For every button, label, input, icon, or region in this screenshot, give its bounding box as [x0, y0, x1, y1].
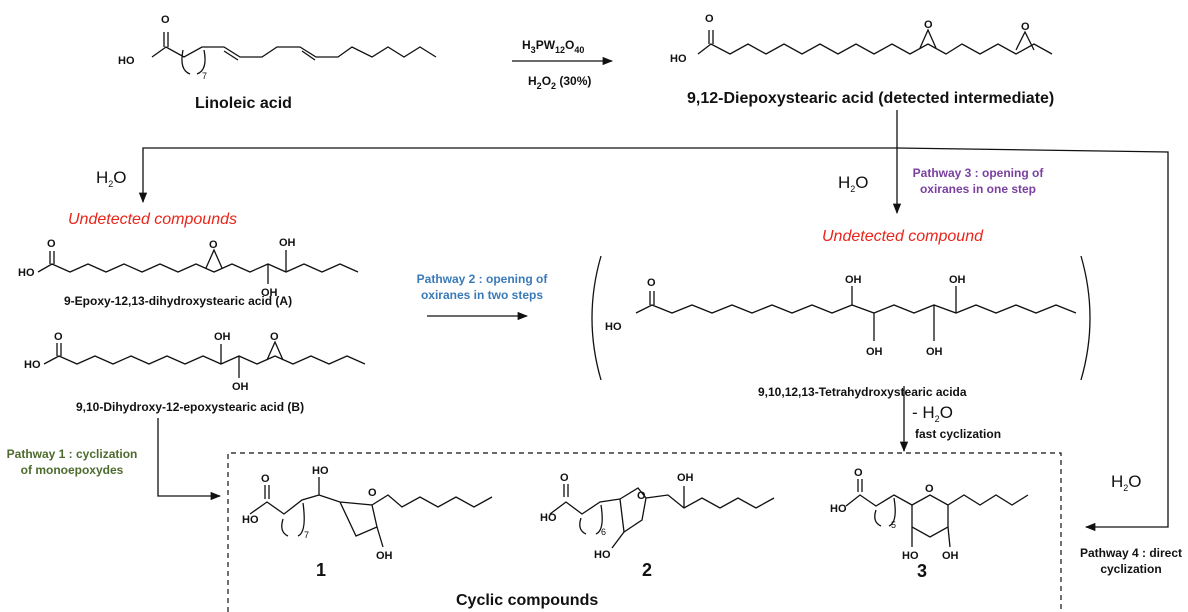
compound-b-o-atom: O: [54, 331, 63, 343]
cyclic-compound-1-number: 1: [316, 560, 326, 580]
compound-a-oh-bottom: OH: [261, 287, 278, 299]
catalyst-reagent: H3PW12O40: [522, 38, 584, 55]
cyclic-compounds-label: Cyclic compounds: [456, 592, 598, 609]
compound-a-oh-top: OH: [279, 237, 296, 249]
compound-a-o-atom: O: [47, 238, 56, 250]
c3-chain-index: 5: [891, 520, 896, 530]
compound-b-structure: O HO OH OH O: [24, 331, 366, 393]
compound-a-epoxide-o: O: [209, 239, 218, 251]
tetrahydroxystearic-acid-structure: O HO OH OH OH OH: [591, 255, 1091, 381]
linoleic-ho-atom: HO: [118, 55, 135, 67]
tetra-oh-3: OH: [926, 346, 943, 358]
oxidant-reagent: H2O2 (30%): [528, 74, 591, 91]
c2-chain-index: 6: [601, 527, 606, 537]
c2-ho-bottom: HO: [594, 549, 611, 561]
linoleic-chain-index: 7: [202, 71, 207, 81]
compound-b-ho-atom: HO: [24, 359, 41, 371]
pathway-3-label-line-2: oxiranes in one step: [920, 182, 1036, 196]
diepoxy-ho-atom: HO: [670, 53, 687, 65]
cyclic-compound-1-structure: O HO 7 HO O OH: [242, 465, 493, 562]
c2-o-atom: O: [560, 472, 569, 484]
compound-b-oh-top: OH: [214, 331, 231, 343]
c1-oh-bottom: OH: [376, 550, 393, 562]
fast-cyclization-label: fast cyclization: [915, 427, 1001, 441]
c1-ho-top: HO: [312, 465, 329, 477]
linoleic-acid-structure: O HO 7: [118, 14, 437, 81]
tetra-oh-4: OH: [949, 274, 966, 286]
compound-a-ho-atom: HO: [18, 267, 35, 279]
pathway-2-label-line-2: oxiranes in two steps: [421, 288, 543, 302]
undetected-compound-label: Undetected compound: [822, 228, 984, 245]
diepoxystearic-acid-label: 9,12-Diepoxystearic acid (detected inter…: [687, 90, 1054, 107]
c2-ring-o: O: [637, 490, 646, 502]
c3-ring-o: O: [925, 483, 934, 495]
pathway-1-label-line-1: Pathway 1 : cyclization: [7, 447, 138, 461]
diepoxy-epoxide-o-2: O: [1021, 21, 1030, 33]
c3-ho-bottom: HO: [902, 550, 919, 562]
c2-ho-atom: HO: [540, 512, 557, 524]
compound-b-epoxide-o: O: [270, 331, 279, 343]
c3-oh-bottom: OH: [942, 550, 959, 562]
c1-o-atom: O: [261, 473, 270, 485]
water-label-pathway-1-2: H2O: [96, 168, 127, 189]
compound-a-structure: O HO O OH OH: [18, 237, 359, 299]
branch-line-pathway-4: [896, 147, 1169, 532]
linoleic-acid-label: Linoleic acid: [195, 95, 292, 112]
diepoxystearic-acid-structure: O HO O O: [670, 13, 1053, 65]
pathway-3-label-line-1: Pathway 3 : opening of: [913, 166, 1045, 180]
compound-a-label: 9-Epoxy-12,13-dihydroxystearic acid (A): [64, 294, 292, 308]
diepoxy-epoxide-o-1: O: [924, 19, 933, 31]
pathway-1-label-line-2: of monoepoxydes: [21, 463, 124, 477]
c2-oh-top: OH: [677, 472, 694, 484]
c1-chain-index: 7: [304, 530, 309, 540]
c1-ho-atom: HO: [242, 514, 259, 526]
pathway-4-label-line-1: Pathway 4 : direct: [1080, 546, 1182, 560]
pathway-4-label-line-2: cyclization: [1100, 562, 1161, 576]
tetra-ho-atom: HO: [605, 321, 622, 333]
cyclic-compound-3-structure: O HO 5 O HO OH: [830, 467, 1029, 562]
c3-ho-atom: HO: [830, 503, 847, 515]
linoleic-o-atom: O: [161, 14, 170, 26]
tetra-oh-2: OH: [866, 346, 883, 358]
tetrahydroxystearic-acid-label: 9,10,12,13-Tetrahydroxystearic acida: [758, 385, 967, 399]
pathway-2-label-line-1: Pathway 2 : opening of: [417, 272, 549, 286]
water-label-pathway-4: H2O: [1111, 472, 1142, 493]
cyclic-compound-2-number: 2: [642, 560, 652, 580]
undetected-compounds-label: Undetected compounds: [68, 211, 237, 228]
tetra-o-atom: O: [647, 277, 656, 289]
cyclic-compounds-box: [227, 452, 1062, 612]
pathway-1-arrow: [157, 418, 222, 501]
diepoxy-o-atom: O: [705, 13, 714, 25]
water-label-pathway-3: H2O: [838, 173, 869, 194]
tetra-oh-1: OH: [845, 274, 862, 286]
minus-water-label: - H2O: [912, 403, 953, 424]
c1-ring-o: O: [368, 487, 377, 499]
branch-line-pathway-1-2: [138, 147, 897, 204]
c3-o-atom: O: [854, 467, 863, 479]
compound-b-label: 9,10-Dihydroxy-12-epoxystearic acid (B): [76, 400, 304, 414]
compound-b-oh-bottom: OH: [232, 381, 249, 393]
cyclic-compound-2-structure: O HO 6 O HO OH: [540, 472, 775, 561]
cyclic-compound-3-number: 3: [917, 561, 927, 581]
